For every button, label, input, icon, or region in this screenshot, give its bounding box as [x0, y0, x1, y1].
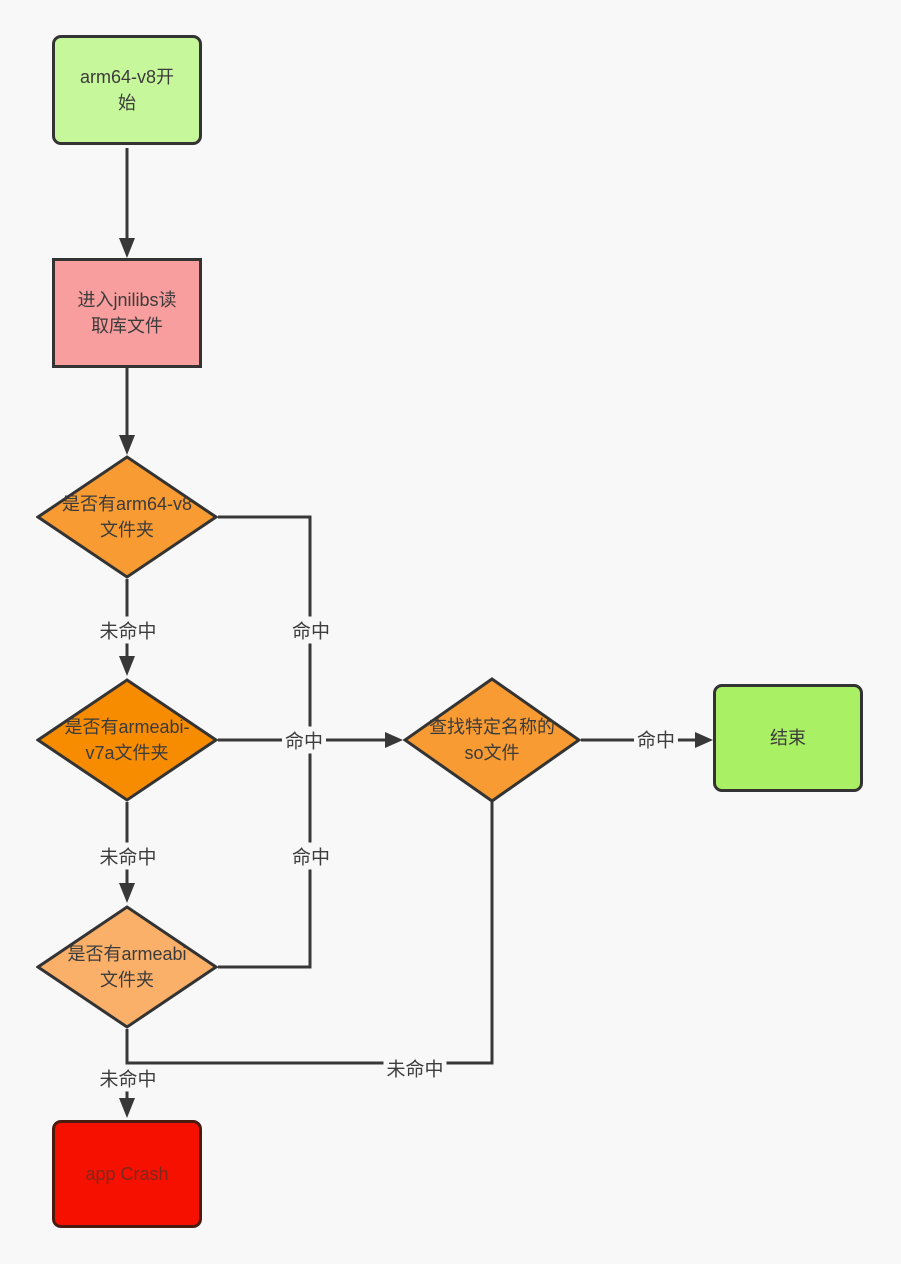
arrowhead-down-2	[119, 435, 135, 455]
edge-label-findso-miss: 未命中	[383, 1054, 447, 1082]
node-check-armeabi: 是否有armeabi 文件夹	[36, 905, 218, 1029]
node-start: arm64-v8开 始	[52, 35, 202, 145]
diamond-label: 查找特定名称的 so文件	[429, 716, 555, 763]
node-check-arm64-v8: 是否有arm64-v8 文件夹	[36, 455, 218, 579]
diamond-label: 是否有armeabi 文件夹	[67, 943, 187, 990]
edge-findso-miss	[127, 797, 494, 1065]
edge-label-arm64-hit: 命中	[288, 616, 334, 644]
diamond-shape	[36, 455, 218, 579]
arrowhead-down-1	[119, 238, 135, 258]
arrowhead-right-2	[695, 732, 713, 748]
diamond-shape	[403, 677, 581, 803]
edge-label-armeabi-miss: 未命中	[96, 1064, 160, 1092]
edge-label-arm64-miss: 未命中	[96, 616, 160, 644]
arrowhead-down-4	[119, 883, 135, 903]
edge-label-findso-hit: 命中	[633, 725, 679, 753]
node-find-so-file: 查找特定名称的 so文件	[403, 677, 581, 803]
arrowhead-down-5	[119, 1098, 135, 1118]
node-app-crash: app Crash	[52, 1120, 202, 1228]
diamond-label: 是否有armeabi- v7a文件夹	[64, 716, 190, 763]
node-read-jnilibs: 进入jnilibs读 取库文件	[52, 258, 202, 368]
node-check-armeabi-v7a: 是否有armeabi- v7a文件夹	[36, 678, 218, 802]
diamond-label: 是否有arm64-v8 文件夹	[61, 493, 193, 540]
arrowhead-right-1	[385, 732, 403, 748]
diamond-shape	[36, 905, 218, 1029]
arrowhead-down-3	[119, 656, 135, 676]
node-end: 结束	[713, 684, 863, 792]
diamond-shape	[36, 678, 218, 802]
edge-label-armeabi-hit: 命中	[288, 842, 334, 870]
edge-label-v7a-hit: 命中	[281, 726, 327, 754]
edge-label-v7a-miss: 未命中	[96, 842, 160, 870]
